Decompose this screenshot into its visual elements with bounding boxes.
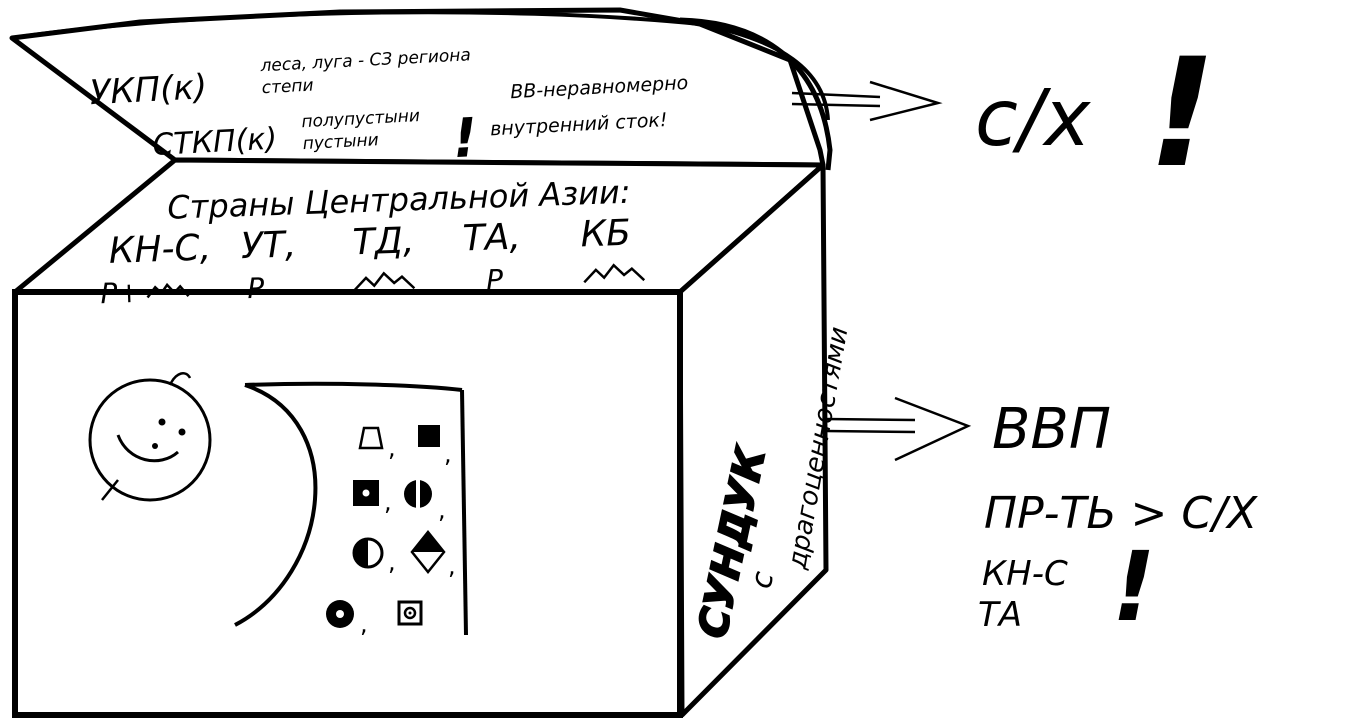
stkp-label: СТКП(к) [152, 122, 278, 163]
industry-vs-agriculture: ПР-ТЬ > С/Х [984, 488, 1258, 539]
country-ut: УТ, [240, 224, 297, 267]
country-kns-note: КН-С [982, 554, 1068, 594]
square-filled-icon [418, 425, 440, 447]
relief-ta: Р [486, 263, 504, 297]
trapezoid-outline-icon [358, 426, 384, 450]
mineral-sep: , [388, 434, 396, 462]
agriculture-note: с/х ! [975, 27, 1216, 201]
lid-rear-rim [679, 17, 833, 171]
country-kns: КН-С, [108, 227, 212, 272]
square-circle-icon [397, 600, 423, 626]
ukp-label: УКП(к) [89, 67, 208, 113]
agriculture-label: с/х [975, 74, 1091, 164]
stkp-zones-bottom: пустыни [302, 130, 379, 154]
agriculture-exclaim: ! [1148, 27, 1216, 201]
country-ta: ТА, [462, 217, 521, 260]
treasure-chamber [234, 381, 468, 636]
mineral-sep: , [388, 548, 396, 576]
lid-back-edge [11, 10, 830, 121]
lid-exclaim: ! [451, 106, 479, 170]
arrow-to-agriculture-icon [791, 80, 943, 122]
relief-ut: Р [247, 271, 265, 305]
relief-kns: Р+ [100, 276, 141, 310]
country-kb: КБ [580, 213, 632, 256]
smiley-face-icon [88, 372, 212, 502]
ukp-zones-bottom: степи [261, 76, 314, 99]
chamber-right-edge [460, 389, 468, 636]
country-ta-note: ТА [978, 595, 1022, 635]
mineral-sep: , [360, 610, 368, 638]
mountains-icon [583, 263, 646, 284]
circle-half-icon [352, 537, 384, 569]
mountains-icon [353, 271, 416, 292]
gdp-note: ВВП ПР-ТЬ > С/Х КН-С ТА ! [978, 397, 1258, 643]
circle-ring-icon [326, 600, 354, 628]
chamber-top-edge [244, 381, 463, 392]
mountains-icon [146, 282, 190, 299]
mineral-sep: , [444, 440, 452, 468]
mineral-symbols: , , , , , , , [326, 425, 456, 638]
gdp-label: ВВП [992, 397, 1111, 462]
square-dot-icon [353, 480, 379, 506]
diamond-half-icon [410, 529, 446, 575]
crescent-outline [234, 383, 318, 627]
arrow-to-gdp-icon [825, 396, 972, 462]
mineral-sep: , [448, 552, 456, 580]
country-td: ТД, [352, 220, 415, 263]
chest-with-word: с [744, 568, 782, 592]
circle-split-icon [404, 479, 432, 509]
gdp-exclaim: ! [1112, 531, 1156, 643]
mineral-sep: , [384, 488, 392, 516]
mineral-sep: , [438, 496, 446, 524]
